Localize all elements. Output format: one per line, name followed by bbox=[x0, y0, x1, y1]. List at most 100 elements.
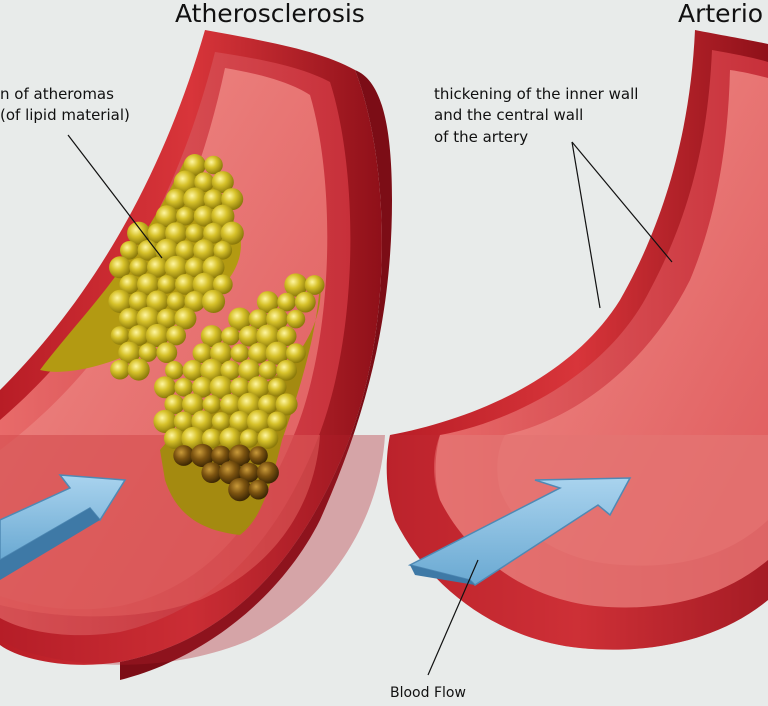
lipid-particle bbox=[267, 411, 288, 432]
lipid-particle bbox=[256, 291, 279, 314]
lipid-particle bbox=[248, 479, 269, 500]
lipid-particle bbox=[184, 291, 206, 312]
lipid-particle bbox=[127, 221, 151, 245]
lipid-particle bbox=[153, 409, 177, 433]
lipid-particle bbox=[164, 255, 188, 279]
lipid-particle bbox=[221, 326, 240, 346]
lipid-particle bbox=[147, 256, 168, 278]
lipid-particle bbox=[246, 409, 271, 433]
plaque-upper-particles bbox=[108, 154, 244, 381]
lipid-particle bbox=[201, 289, 226, 313]
plaque-lower-particles bbox=[153, 273, 325, 502]
lipid-particle bbox=[210, 342, 233, 365]
lipid-particle bbox=[228, 444, 251, 467]
blood-flow-label: Blood Flow bbox=[390, 685, 466, 701]
lipid-particle bbox=[276, 359, 297, 381]
lipid-particle bbox=[173, 170, 197, 194]
lipid-particle bbox=[238, 359, 261, 382]
right-title: Arterio bbox=[678, 0, 763, 28]
lipid-particle bbox=[203, 222, 224, 244]
lipid-particle bbox=[275, 393, 298, 416]
lipid-particle bbox=[239, 462, 260, 483]
lipid-particle bbox=[211, 204, 235, 228]
lipid-particle bbox=[221, 188, 244, 211]
lipid-particle bbox=[304, 275, 325, 295]
right-blood-flow-arrow bbox=[407, 477, 632, 586]
lipid-particle bbox=[219, 427, 242, 450]
lipid-particle bbox=[173, 411, 194, 432]
lipid-particle bbox=[145, 323, 169, 348]
lipid-particle bbox=[154, 376, 176, 399]
lipid-particle bbox=[229, 411, 251, 432]
lipid-particle bbox=[119, 274, 140, 295]
lipid-particle bbox=[209, 375, 233, 399]
lipid-particle bbox=[204, 155, 223, 175]
lipid-particle bbox=[165, 222, 188, 245]
right-label-pointer-b bbox=[571, 141, 673, 263]
lipid-particle bbox=[193, 205, 215, 227]
lipid-particle bbox=[146, 290, 169, 313]
lipid-particle bbox=[284, 273, 308, 297]
lipid-particle bbox=[202, 256, 225, 279]
lipid-particle bbox=[201, 428, 222, 449]
lipid-particle bbox=[173, 445, 195, 466]
lipid-particle bbox=[256, 461, 279, 484]
lipid-particle bbox=[157, 275, 177, 294]
lipid-particle bbox=[120, 241, 139, 260]
lipid-particle bbox=[228, 478, 252, 502]
lipid-particle bbox=[128, 325, 150, 346]
lipid-particle bbox=[266, 308, 289, 331]
lipid-particle bbox=[276, 326, 297, 346]
lipid-particle bbox=[166, 325, 187, 346]
lipid-particle bbox=[200, 325, 223, 348]
lipid-particle bbox=[176, 206, 195, 226]
lipid-particle bbox=[108, 289, 132, 313]
lipid-particle bbox=[156, 342, 178, 363]
lipid-particle bbox=[220, 360, 241, 381]
lipid-particle bbox=[174, 307, 197, 330]
lipid-particle bbox=[286, 343, 306, 364]
lipid-particle bbox=[175, 240, 196, 261]
lipid-particle bbox=[228, 307, 252, 331]
lipid-particle bbox=[138, 343, 158, 362]
lipid-particle bbox=[192, 272, 216, 296]
lipid-particle bbox=[194, 172, 215, 193]
lipid-particle bbox=[110, 359, 130, 380]
right-label-line2: and the central wall bbox=[434, 106, 583, 124]
lipid-particle bbox=[258, 361, 278, 380]
blood-flow-pointer bbox=[427, 559, 479, 676]
lipid-particle bbox=[137, 273, 159, 296]
lipid-particle bbox=[201, 462, 223, 483]
lipid-particle bbox=[213, 241, 233, 260]
lipid-particle bbox=[147, 223, 168, 244]
lipid-particle bbox=[155, 205, 178, 228]
lipid-particle bbox=[202, 395, 222, 414]
lipid-particle bbox=[229, 377, 250, 398]
lipid-particle bbox=[247, 376, 270, 399]
lipid-particle bbox=[294, 291, 316, 313]
lipid-particle bbox=[200, 358, 224, 382]
lipid-particle bbox=[211, 445, 232, 466]
lipid-particle bbox=[109, 256, 131, 279]
lipid-particle bbox=[128, 291, 149, 312]
lipid-particle bbox=[110, 326, 130, 345]
lipid-particle bbox=[136, 306, 160, 331]
lipid-particle bbox=[192, 376, 213, 398]
lipid-particle bbox=[164, 394, 185, 415]
right-artery-cross-section-inner bbox=[435, 435, 768, 608]
lipid-particle bbox=[193, 239, 216, 262]
right-label-line1: thickening of the inner wall bbox=[434, 85, 638, 103]
lipid-particle bbox=[127, 358, 150, 381]
lipid-particle bbox=[118, 341, 141, 364]
lipid-particle bbox=[181, 426, 205, 451]
right-label-pointer-a bbox=[571, 141, 601, 309]
left-label-line1: n of atheromas bbox=[0, 85, 114, 103]
lipid-particle bbox=[239, 429, 259, 448]
lipid-particle bbox=[165, 188, 187, 210]
right-artery bbox=[386, 30, 768, 650]
lipid-particle bbox=[257, 428, 279, 449]
lipid-particle bbox=[166, 292, 186, 311]
left-title: Atherosclerosis bbox=[175, 0, 365, 28]
lipid-particle bbox=[191, 410, 214, 433]
lipid-particle bbox=[218, 461, 242, 485]
